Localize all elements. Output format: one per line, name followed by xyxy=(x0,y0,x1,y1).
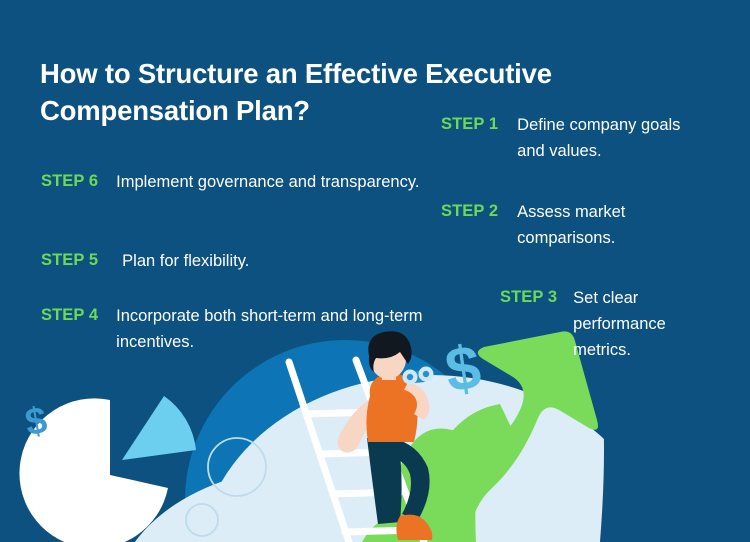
step-label-2: STEP 2 xyxy=(441,202,499,220)
step-text-2: Assess market comparisons. xyxy=(517,203,626,248)
step-label-5: STEP 5 xyxy=(41,251,99,269)
outline-circle-small-icon xyxy=(185,503,219,537)
person-shoe-front xyxy=(396,514,433,540)
page-title: How to Structure an Effective Executive … xyxy=(40,58,552,126)
outline-circle-large-icon xyxy=(207,437,267,497)
step-item-2: STEP 2 Assess market comparisons. xyxy=(441,199,707,251)
pie-slice-exploded xyxy=(122,396,196,460)
step-label-4: STEP 4 xyxy=(41,306,99,324)
step-text-4: Incorporate both short-term and long-ter… xyxy=(116,307,423,352)
step-item-1: STEP 1 Define company goals and values. xyxy=(441,112,707,164)
person-shirt xyxy=(366,374,418,442)
step-text-1: Define company goals and values. xyxy=(517,116,681,161)
step-text-3: Set clear performance metrics. xyxy=(573,289,666,360)
step-label-6: STEP 6 xyxy=(41,172,99,190)
step-text-5: Plan for flexibility. xyxy=(122,252,250,270)
person-leg-back xyxy=(367,436,402,524)
pie-slice-main xyxy=(19,398,168,542)
person-with-binoculars xyxy=(337,331,434,540)
person-leg-front xyxy=(386,438,430,520)
binoculars-icon xyxy=(402,366,434,385)
growth-arrow-up-icon xyxy=(455,331,598,542)
person-hair xyxy=(368,331,412,372)
step-item-6: STEP 6 Implement governance and transpar… xyxy=(41,169,446,195)
pie-chart xyxy=(19,396,196,542)
step-item-5: STEP 5 Plan for flexibility. xyxy=(41,248,382,274)
step-label-1: STEP 1 xyxy=(441,115,499,133)
growth-arrow-tail-curve xyxy=(430,404,520,500)
step-item-4: STEP 4 Incorporate both short-term and l… xyxy=(41,303,446,355)
step-text-6: Implement governance and transparency. xyxy=(116,173,420,191)
step-label-3: STEP 3 xyxy=(500,288,558,306)
step-item-3: STEP 3 Set clear performance metrics. xyxy=(500,285,703,363)
person-arm-front xyxy=(404,382,430,420)
artwork-top-mask xyxy=(600,330,750,542)
